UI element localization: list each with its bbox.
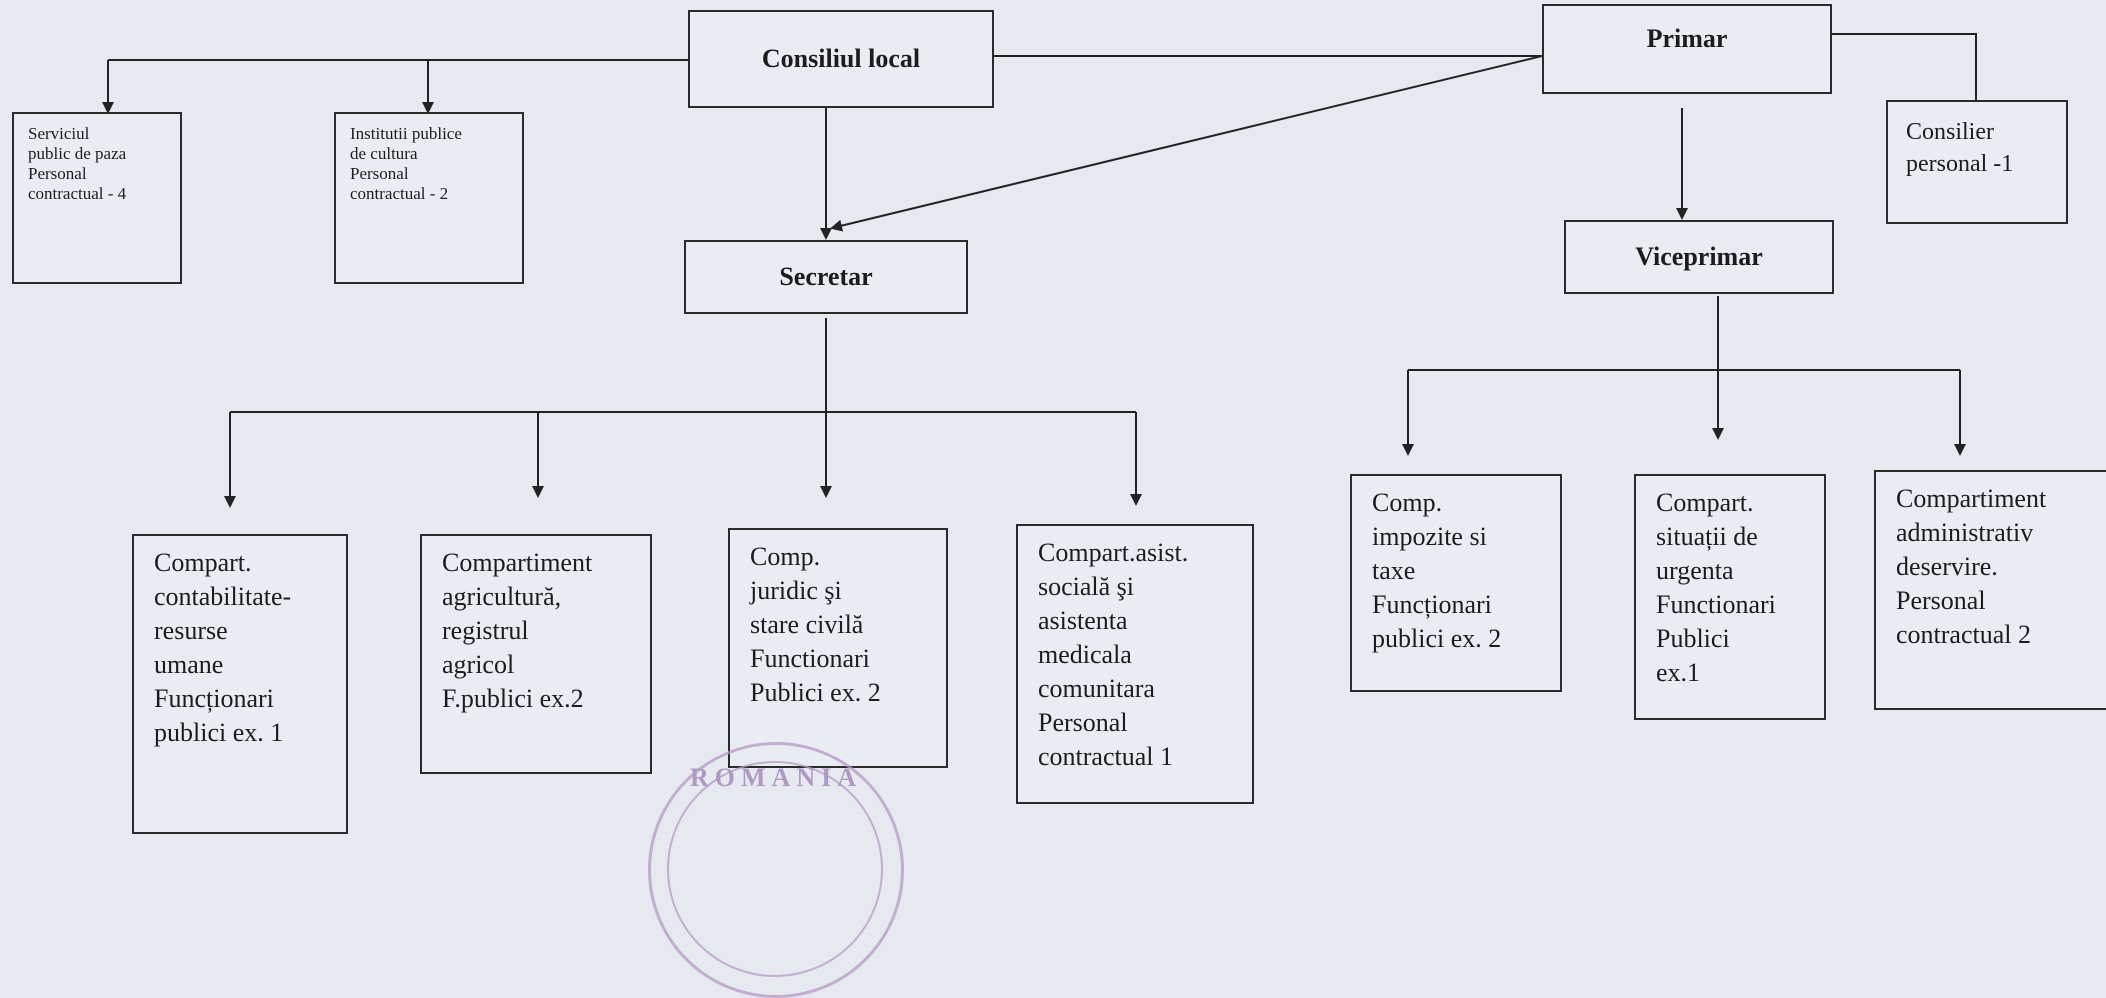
node-agricultura: Compartiment agricultură, registrul agri… <box>420 534 652 774</box>
node-consilier-personal: Consilier personal -1 <box>1886 100 2068 224</box>
connector-lines <box>102 33 1982 508</box>
node-asistenta: Compart.asist. socială şi asistenta medi… <box>1016 524 1254 804</box>
official-stamp: ROMANIA <box>648 742 904 998</box>
stamp-text: ROMANIA <box>690 763 862 792</box>
node-situatii-urgenta: Compart. situații de urgenta Functionari… <box>1634 474 1826 720</box>
node-institutii-cultura: Institutii publice de cultura Personal c… <box>334 112 524 284</box>
node-contabilitate: Compart. contabilitate- resurse umane Fu… <box>132 534 348 834</box>
node-administrativ: Compartiment administrativ deservire. Pe… <box>1874 470 2106 710</box>
node-consiliul-local: Consiliul local <box>688 10 994 108</box>
arrow-primar-consilier <box>1832 33 1982 112</box>
node-serviciul-paza: Serviciul public de paza Personal contra… <box>12 112 182 284</box>
arrow-primar-secretar <box>830 55 1543 232</box>
node-viceprimar: Viceprimar <box>1564 220 1834 294</box>
node-secretar: Secretar <box>684 240 968 314</box>
node-juridic: Comp. juridic şi stare civilă Functionar… <box>728 528 948 768</box>
node-impozite: Comp. impozite si taxe Funcționari publi… <box>1350 474 1562 692</box>
node-primar: Primar <box>1542 4 1832 94</box>
